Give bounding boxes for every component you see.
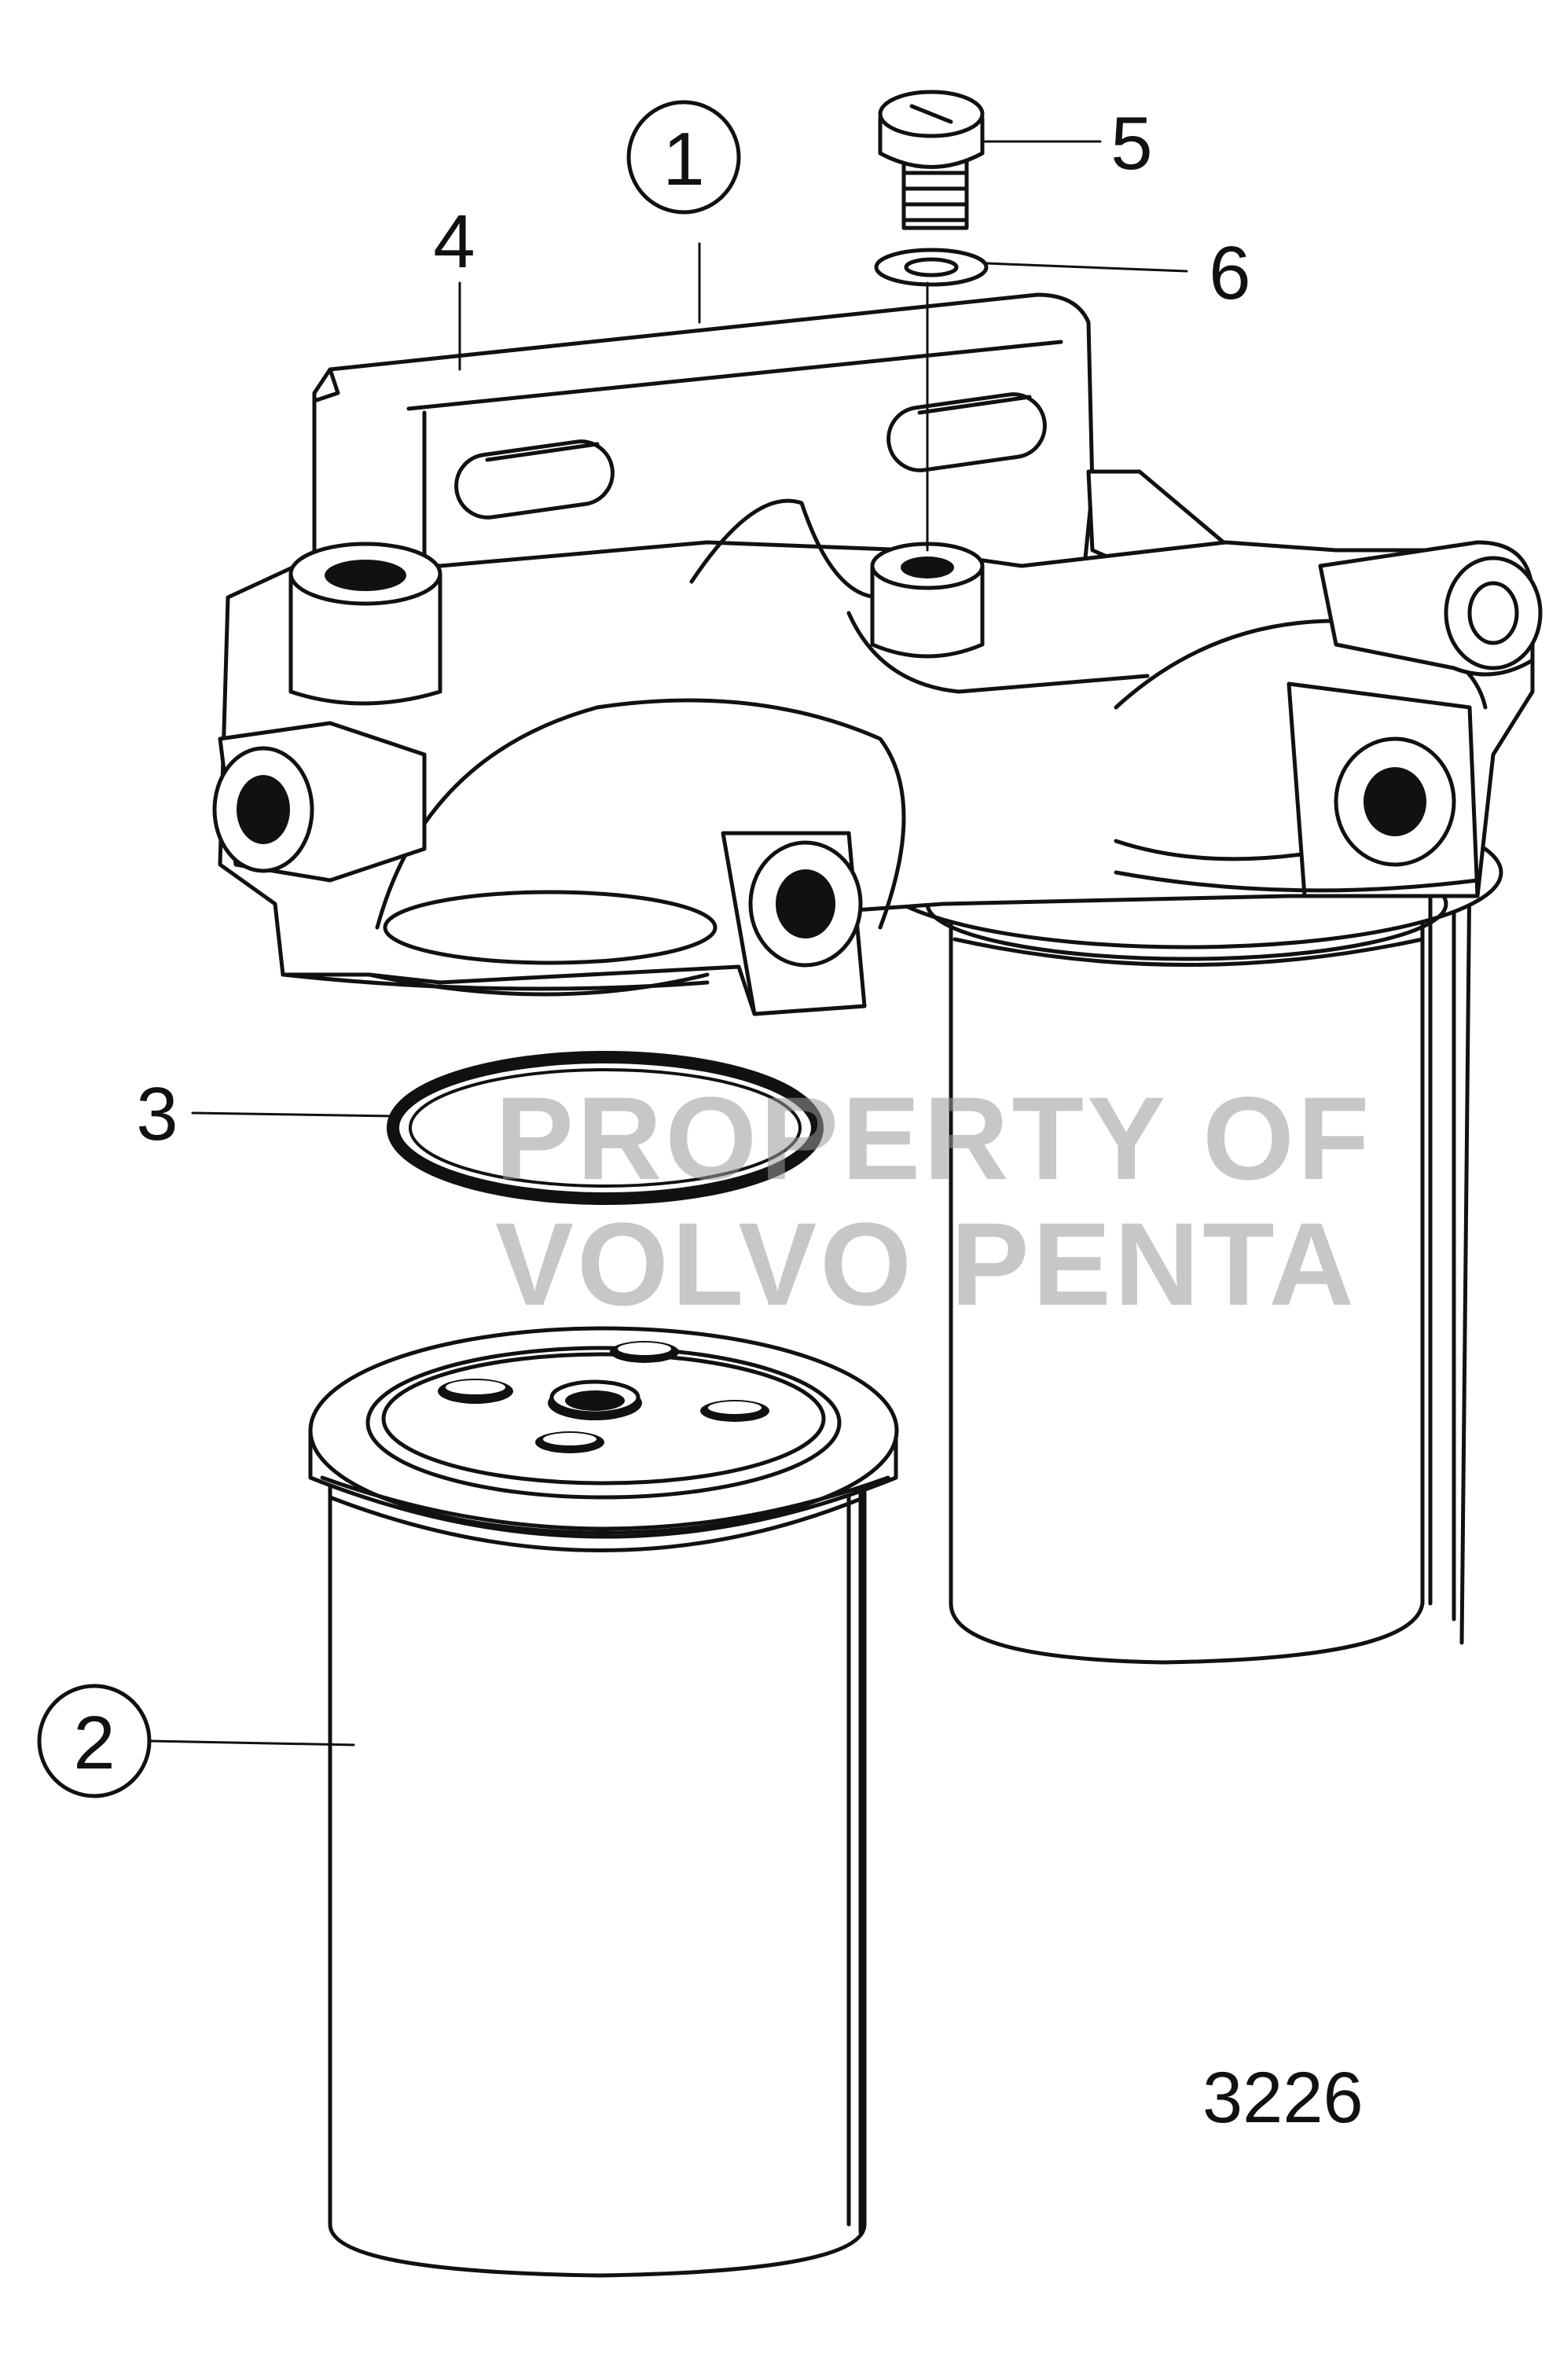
callout-3: 3 — [136, 1072, 178, 1156]
callout-3-label: 3 — [136, 1072, 178, 1156]
callout-2-label: 2 — [73, 1701, 115, 1785]
watermark-line-1: PROPERTY OF — [495, 1072, 1372, 1204]
callout-4: 4 — [433, 200, 475, 284]
callout-1: 1 — [626, 100, 741, 215]
leader-lines — [148, 140, 1188, 1746]
bleed-screw — [878, 90, 985, 230]
callout-1-label: 1 — [663, 117, 704, 201]
callout-6: 6 — [1209, 231, 1250, 315]
callout-2: 2 — [37, 1684, 152, 1798]
watermark-line-2: VOLVO PENTA — [495, 1198, 1357, 1330]
callout-6-label: 6 — [1209, 231, 1250, 315]
sealing-washer — [874, 248, 989, 552]
callout-4-label: 4 — [433, 200, 475, 284]
figure-number: 3226 — [1202, 2058, 1364, 2138]
filter-cartridge — [308, 1326, 899, 2278]
o-ring-seal — [387, 1051, 824, 1205]
callout-5: 5 — [1110, 101, 1152, 185]
callout-5-label: 5 — [1110, 101, 1152, 185]
filter-head — [212, 292, 1543, 1016]
watermark: PROPERTY OF VOLVO PENTA — [495, 1072, 1372, 1330]
